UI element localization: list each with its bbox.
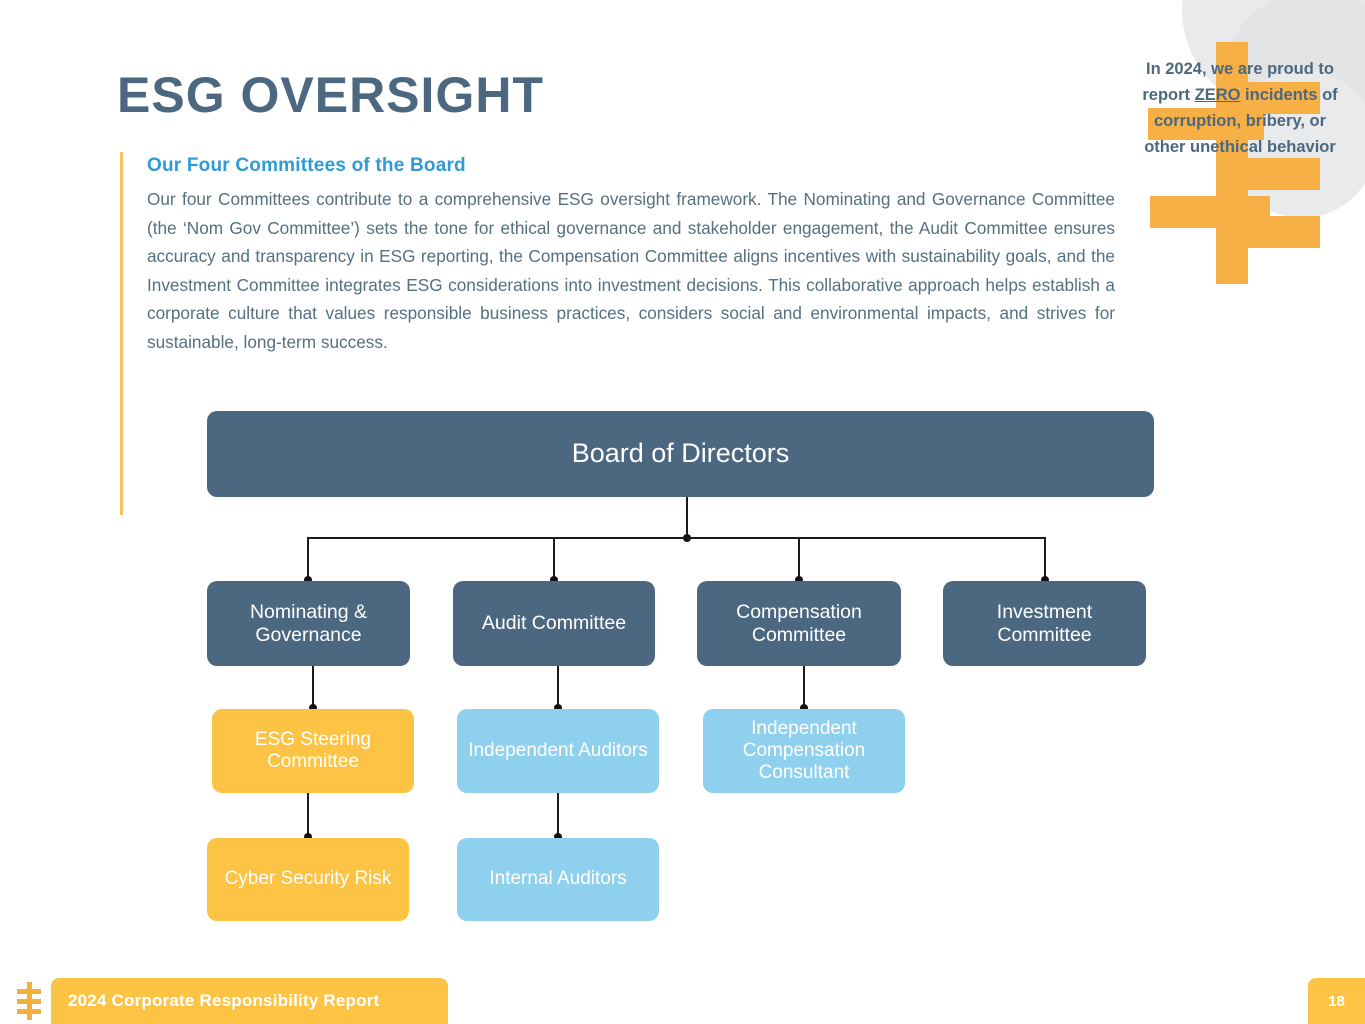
connector-line [308,537,1045,539]
callout-emphasis: ZERO [1194,86,1241,104]
connector-dot [554,704,562,712]
connector-line [686,497,688,538]
callout-line-1: In 2024, we are proud to report [1142,60,1334,104]
connector-line [798,537,800,581]
connector-line [307,793,309,838]
company-logo-icon [14,982,44,1020]
zero-incidents-callout: In 2024, we are proud to report ZERO inc… [1140,56,1340,160]
connector-dot [304,833,312,841]
connector-dot [550,576,558,584]
org-node-esg-steering-committee[interactable]: ESG Steering Committee [212,709,414,793]
connector-line [312,666,314,709]
org-node-nominating-governance[interactable]: Nominating & Governance [207,581,410,666]
connector-dot [304,576,312,584]
connector-line [557,666,559,709]
footer-label: 2024 Corporate Responsibility Report [68,991,380,1010]
org-node-board-of-directors[interactable]: Board of Directors [207,411,1154,497]
org-node-compensation-committee[interactable]: Compensation Committee [697,581,901,666]
org-node-independent-auditors[interactable]: Independent Auditors [457,709,659,793]
section-body-text: Our four Committees contribute to a comp… [147,189,1115,352]
connector-dot [554,833,562,841]
connector-line [553,537,555,581]
accent-rule [120,152,123,515]
connector-dot [800,704,808,712]
footer-bar: 2024 Corporate Responsibility Report [51,978,448,1024]
org-node-independent-compensation-consultant[interactable]: Independent Compensation Consultant [703,709,905,793]
connector-line [1044,537,1046,581]
connector-dot [795,576,803,584]
page-title: ESG OVERSIGHT [117,67,544,123]
section-subheading: Our Four Committees of the Board [147,155,466,176]
connector-line [803,666,805,709]
connector-dot [1041,576,1049,584]
callout-line-2: incidents of corruption, bribery, or oth… [1144,86,1338,156]
org-node-audit-committee[interactable]: Audit Committee [453,581,655,666]
connector-line [307,537,309,581]
orange-block-pattern-icon [1140,0,1365,300]
org-node-cyber-security-risk[interactable]: Cyber Security Risk [207,838,409,921]
connector-line [557,793,559,838]
org-node-internal-auditors[interactable]: Internal Auditors [457,838,659,921]
connector-dot [309,704,317,712]
org-node-investment-committee[interactable]: Investment Committee [943,581,1146,666]
page-number-badge: 18 [1308,978,1365,1024]
